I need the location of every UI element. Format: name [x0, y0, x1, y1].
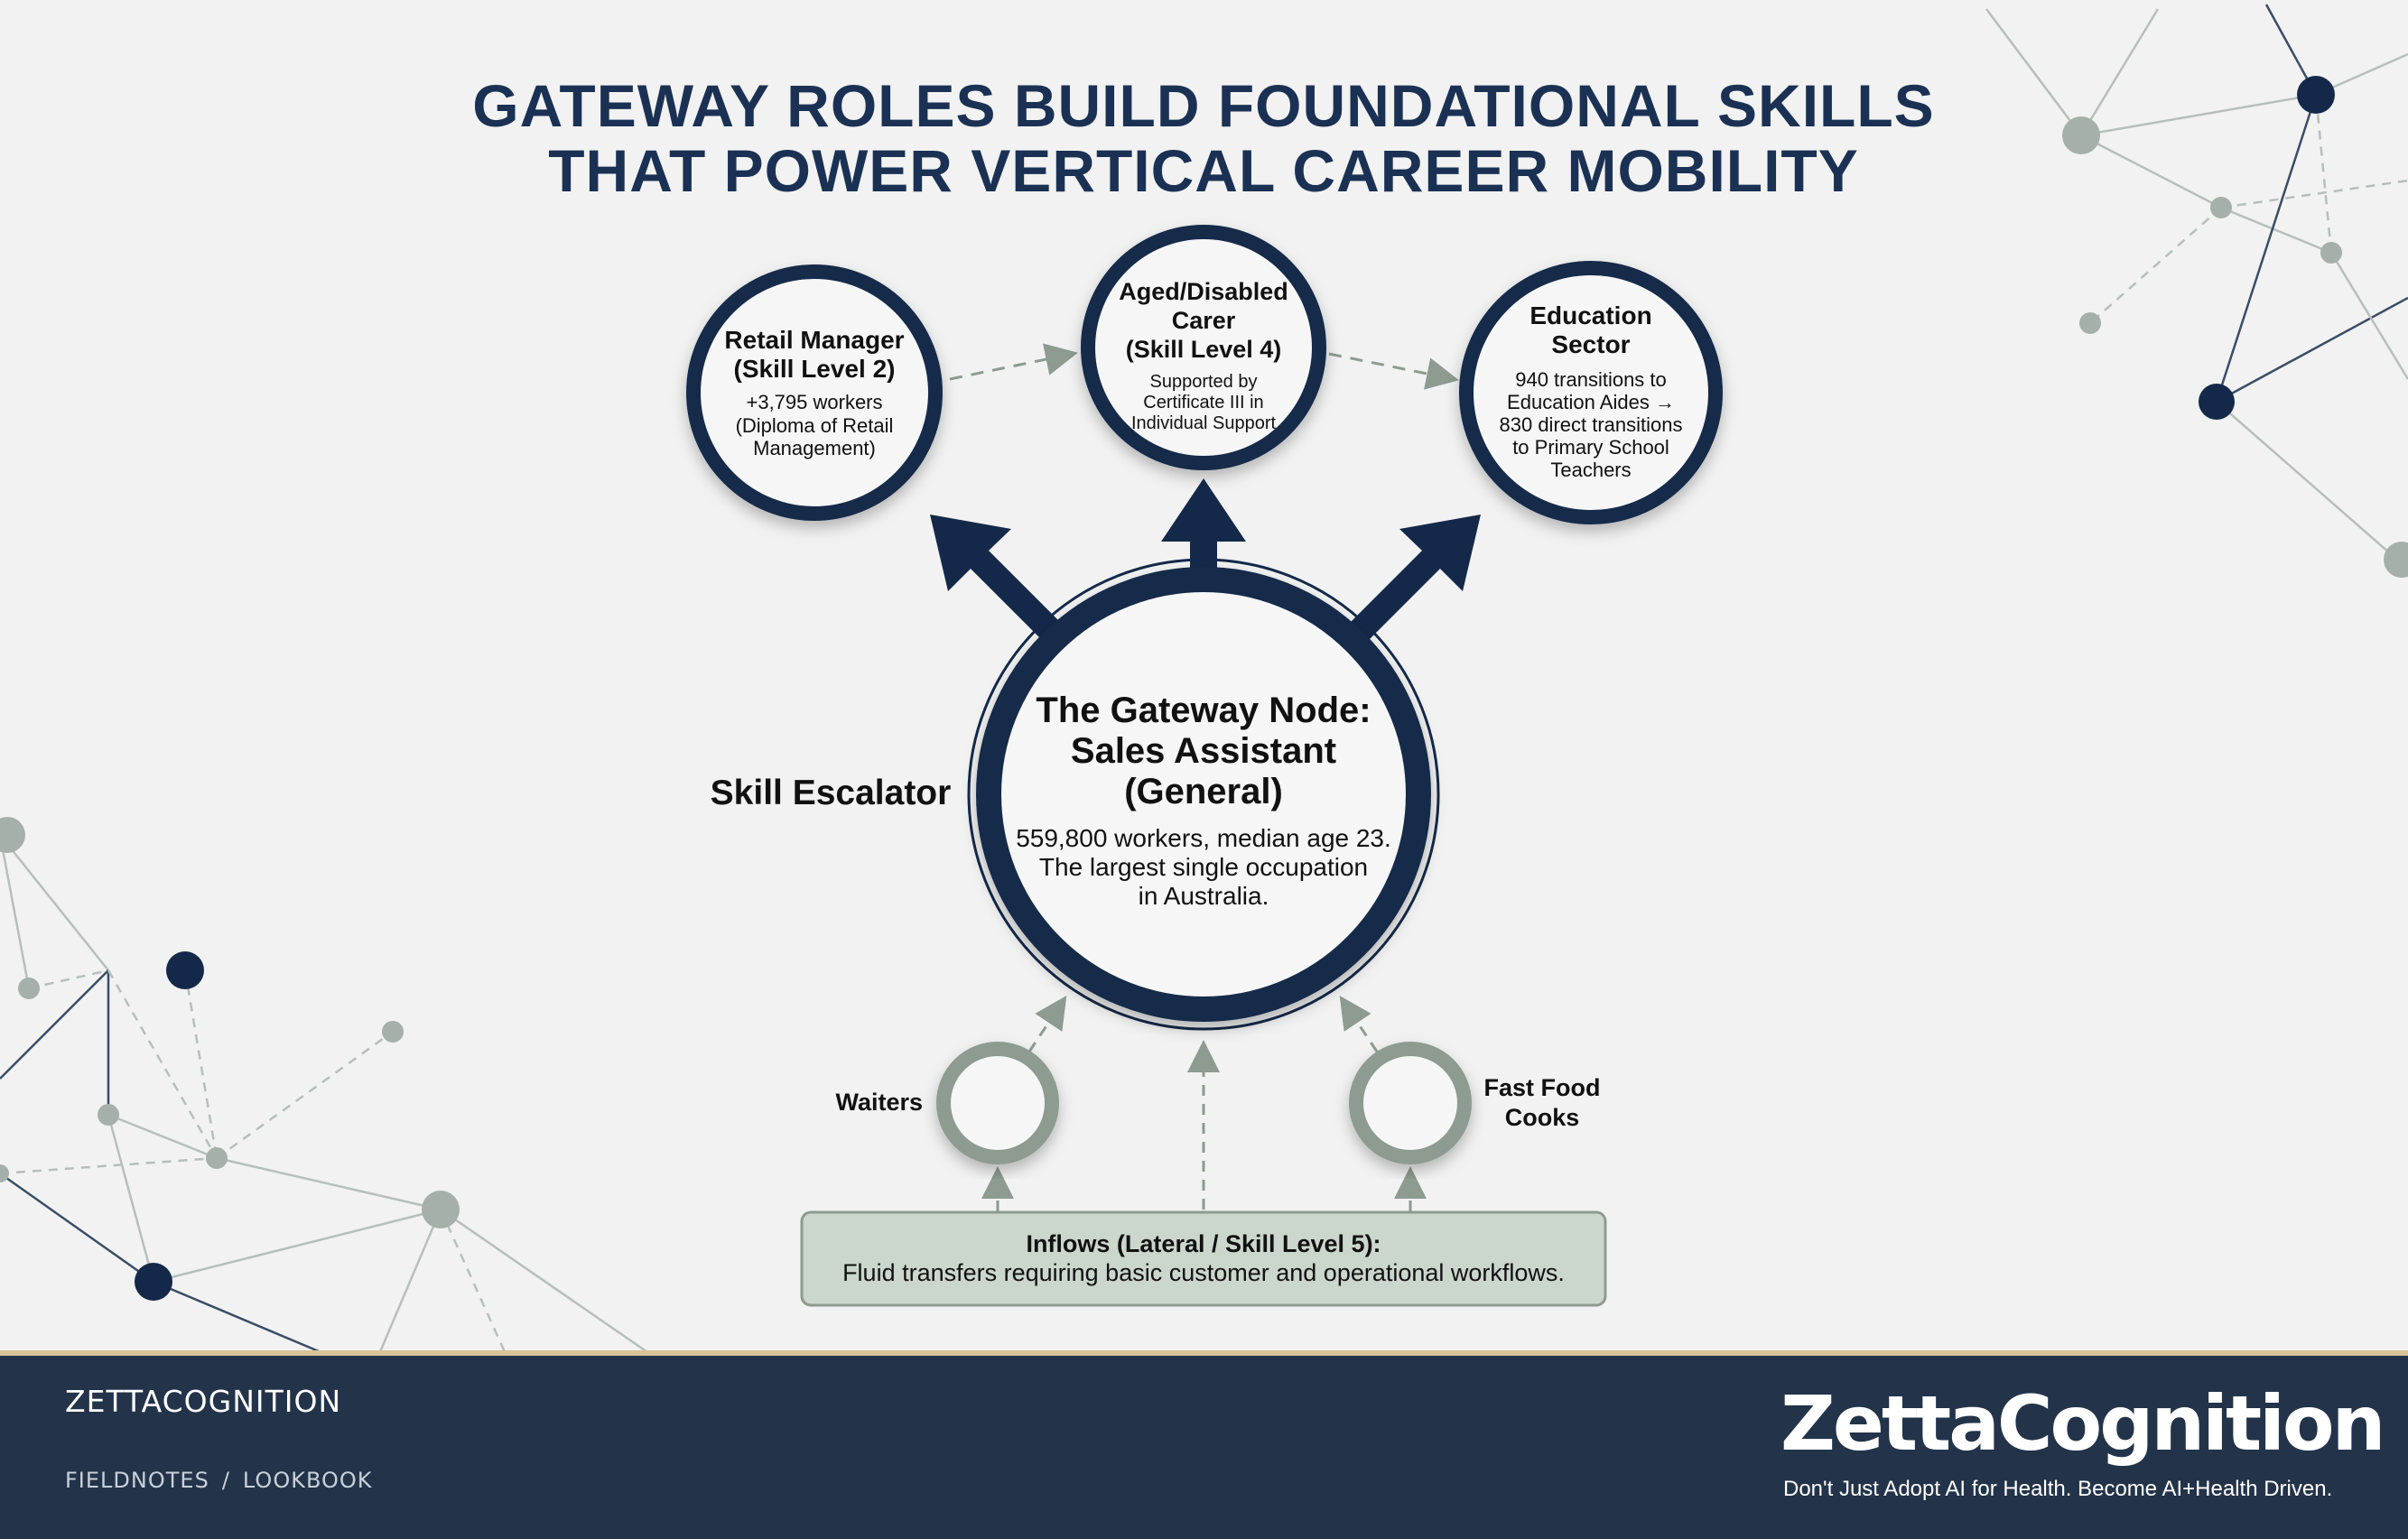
retail-manager-detail-1: +3,795 workers — [746, 391, 882, 413]
education-detail-1: 940 transitions to — [1515, 368, 1667, 391]
aged-carer-node: Aged/Disabled Carer (Skill Level 4) Supp… — [1081, 225, 1326, 470]
title-line-2: THAT POWER VERTICAL CAREER MOBILITY — [548, 137, 1859, 204]
skill-escalator-label: Skill Escalator — [711, 774, 952, 812]
footer-brand: ZETTACOGNITION — [65, 1384, 342, 1419]
inflows-box: Inflows (Lateral / Skill Level 5): Fluid… — [800, 1210, 1607, 1307]
inflows-detail: Fluid transfers requiring basic customer… — [842, 1259, 1565, 1286]
career-mobility-diagram: GATEWAY ROLES BUILD FOUNDATIONAL SKILLS … — [0, 4, 2408, 1354]
zettacognition-logo: ZettaCognition — [1780, 1379, 2385, 1468]
aged-carer-detail-1: Supported by — [1150, 372, 1258, 392]
title-line-1: GATEWAY ROLES BUILD FOUNDATIONAL SKILLS — [472, 72, 1934, 139]
arrow-to-retail-manager — [930, 515, 1065, 645]
education-title-1: Education — [1529, 301, 1651, 329]
logo-tagline: Don't Just Adopt AI for Health. Become A… — [1783, 1477, 2333, 1501]
gateway-node: The Gateway Node: Sales Assistant (Gener… — [967, 558, 1440, 1031]
gateway-title-3: (General) — [1124, 772, 1283, 811]
connector-retail-to-carer — [949, 343, 1078, 381]
fast-food-label-1: Fast Food — [1484, 1074, 1601, 1101]
arrow-to-aged-carer — [1161, 478, 1246, 582]
waiters-label: Waiters — [835, 1089, 923, 1116]
gateway-detail-2: The largest single occupation — [1039, 853, 1368, 881]
aged-carer-title-3: (Skill Level 4) — [1126, 336, 1282, 363]
retail-manager-detail-2: (Diploma of Retail — [736, 414, 894, 437]
inflow-fastfood-to-gateway — [1339, 996, 1379, 1052]
connector-carer-to-education — [1328, 352, 1459, 390]
aged-carer-detail-3: Individual Support — [1131, 413, 1277, 433]
footer-accent-line — [0, 1350, 2408, 1356]
education-detail-2: Education Aides → — [1507, 391, 1675, 413]
fast-food-cooks-node: Fast Food Cooks — [1349, 1042, 1601, 1164]
retail-manager-node: Retail Manager (Skill Level 2) +3,795 wo… — [686, 264, 943, 521]
gateway-detail-1: 559,800 workers, median age 23. — [1016, 824, 1391, 852]
gateway-detail-3: in Australia. — [1139, 882, 1269, 910]
breadcrumb: FIELDNOTES / LOOKBOOK — [65, 1468, 373, 1493]
education-sector-node: Education Sector 940 transitions to Educ… — [1459, 261, 1723, 524]
gateway-title-2: Sales Assistant — [1071, 731, 1336, 771]
escalation-arrows — [930, 478, 1481, 645]
education-detail-3: 830 direct transitions — [1500, 413, 1683, 436]
aged-carer-title-2: Carer — [1172, 307, 1236, 334]
education-title-2: Sector — [1551, 330, 1630, 358]
network-decoration-bottom-left — [0, 817, 651, 1354]
breadcrumb-fieldnotes[interactable]: FIELDNOTES — [65, 1468, 209, 1493]
inflow-arrows — [981, 996, 1427, 1211]
education-detail-5: Teachers — [1550, 459, 1631, 481]
aged-carer-title-1: Aged/Disabled — [1119, 278, 1288, 305]
retail-manager-title-2: (Skill Level 2) — [734, 355, 896, 383]
inflows-title: Inflows (Lateral / Skill Level 5): — [1026, 1230, 1381, 1257]
gateway-title-1: The Gateway Node: — [1036, 691, 1371, 730]
inflow-waiters-to-gateway — [1027, 996, 1067, 1052]
retail-manager-title-1: Retail Manager — [724, 326, 904, 354]
breadcrumb-lookbook[interactable]: LOOKBOOK — [242, 1468, 373, 1493]
aged-carer-detail-2: Certificate III in — [1143, 393, 1263, 413]
network-decoration-top-right — [1985, 4, 2408, 578]
footer — [0, 1356, 2408, 1539]
arrow-to-education — [1345, 515, 1481, 645]
retail-manager-detail-3: Management) — [753, 437, 876, 459]
waiters-node: Waiters — [835, 1042, 1059, 1164]
education-detail-4: to Primary School — [1512, 436, 1669, 459]
breadcrumb-separator: / — [221, 1468, 230, 1493]
fast-food-label-2: Cooks — [1505, 1104, 1580, 1131]
